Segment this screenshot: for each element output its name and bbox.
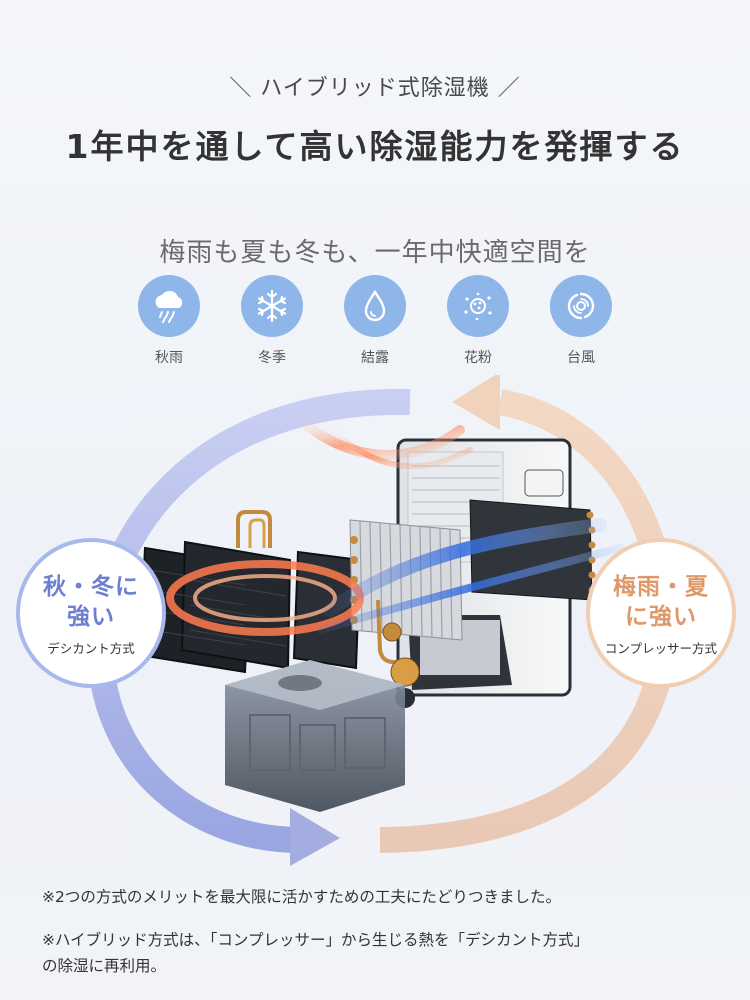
footnote-2-line2: の除湿に再利用。 xyxy=(42,957,167,975)
slash-left: ＼ xyxy=(229,76,253,101)
page-title: 1年中を通して高い除湿能力を発揮する xyxy=(65,127,685,166)
season-label: 花粉 xyxy=(464,350,492,366)
eyebrow-text: ハイブリッド式除湿機 xyxy=(260,76,490,101)
desiccant-badge-line1: 秋・冬に xyxy=(43,574,139,600)
season-item-typhoon: 台風 xyxy=(546,275,616,367)
eyebrow-title: ＼ ハイブリッド式除湿機 ／ xyxy=(0,70,750,102)
compressor-badge-line2: に強い xyxy=(625,604,697,630)
season-item-pollen: 花粉 xyxy=(443,275,513,367)
pollen-icon xyxy=(447,275,509,337)
airflow-swirls xyxy=(166,415,624,636)
season-item-winter: 冬季 xyxy=(237,275,307,367)
compressor-badge: 梅雨・夏 に強い コンプレッサー方式 xyxy=(586,538,736,688)
typhoon-icon xyxy=(550,275,612,337)
footnote-2-line1: ※ハイブリッド方式は、「コンプレッサー」から生じる熱を「デシカント方式」 xyxy=(42,931,589,949)
footnote-2: ※ハイブリッド方式は、「コンプレッサー」から生じる熱を「デシカント方式」 の除湿… xyxy=(42,927,722,979)
right-arrow-head xyxy=(452,375,500,430)
desiccant-badge: 秋・冬に 強い デシカント方式 xyxy=(16,538,166,688)
left-arrow-head xyxy=(290,808,340,866)
desiccant-method-label: デシカント方式 xyxy=(47,641,135,656)
compressor-badge-line1: 梅雨・夏 xyxy=(613,574,709,600)
desiccant-badge-line2: 強い xyxy=(67,604,115,630)
season-item-condensation: 結露 xyxy=(340,275,410,367)
water-drop-icon xyxy=(344,275,406,337)
water-tank xyxy=(225,660,405,812)
season-label: 台風 xyxy=(567,350,595,366)
rain-cloud-icon xyxy=(138,275,200,337)
footnotes: ※2つの方式のメリットを最大限に活かすための工夫にたどりつきました。 ※ハイブリ… xyxy=(42,885,722,979)
season-item-autumn-rain: 秋雨 xyxy=(134,275,204,367)
compressor-method-label: コンプレッサー方式 xyxy=(604,641,718,656)
season-label: 冬季 xyxy=(258,350,286,366)
slash-right: ／ xyxy=(497,76,521,101)
season-label: 秋雨 xyxy=(155,350,183,366)
season-label: 結露 xyxy=(361,350,389,366)
snowflake-icon xyxy=(241,275,303,337)
dehumidifier-illustration xyxy=(86,375,680,866)
subheading: 梅雨も夏も冬も、一年中快適空間を xyxy=(159,238,591,268)
season-icon-row: 秋雨 冬季 結露 xyxy=(0,275,750,375)
footnote-1: ※2つの方式のメリットを最大限に活かすための工夫にたどりつきました。 xyxy=(42,888,562,906)
